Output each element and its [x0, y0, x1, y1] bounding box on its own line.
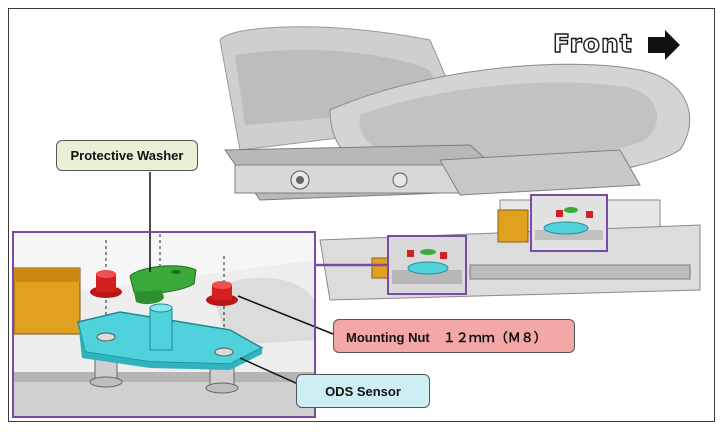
arrow-right-icon [648, 30, 680, 60]
mounting-nut-right [206, 281, 238, 306]
ods-sensor-callout: ODS Sensor [296, 374, 430, 408]
nut-leader [237, 295, 334, 335]
seat-render [219, 26, 701, 301]
mounting-nut-left [90, 270, 122, 298]
zoom-detail-1 [389, 237, 465, 293]
zoom-frame-1 [387, 235, 467, 295]
inset-detail [13, 232, 314, 416]
zoom-detail-2 [532, 196, 606, 250]
inset-frame [12, 231, 316, 418]
protective-washer [129, 265, 197, 305]
protective-washer-callout: Protective Washer [56, 140, 198, 171]
mounting-nut-callout: Mounting Nut １２ｍｍ（Ｍ８） [333, 319, 575, 353]
ods-leader [239, 357, 299, 385]
outer-frame [8, 8, 715, 422]
zoom-frame-2 [530, 194, 608, 252]
front-label: Front [552, 28, 633, 58]
